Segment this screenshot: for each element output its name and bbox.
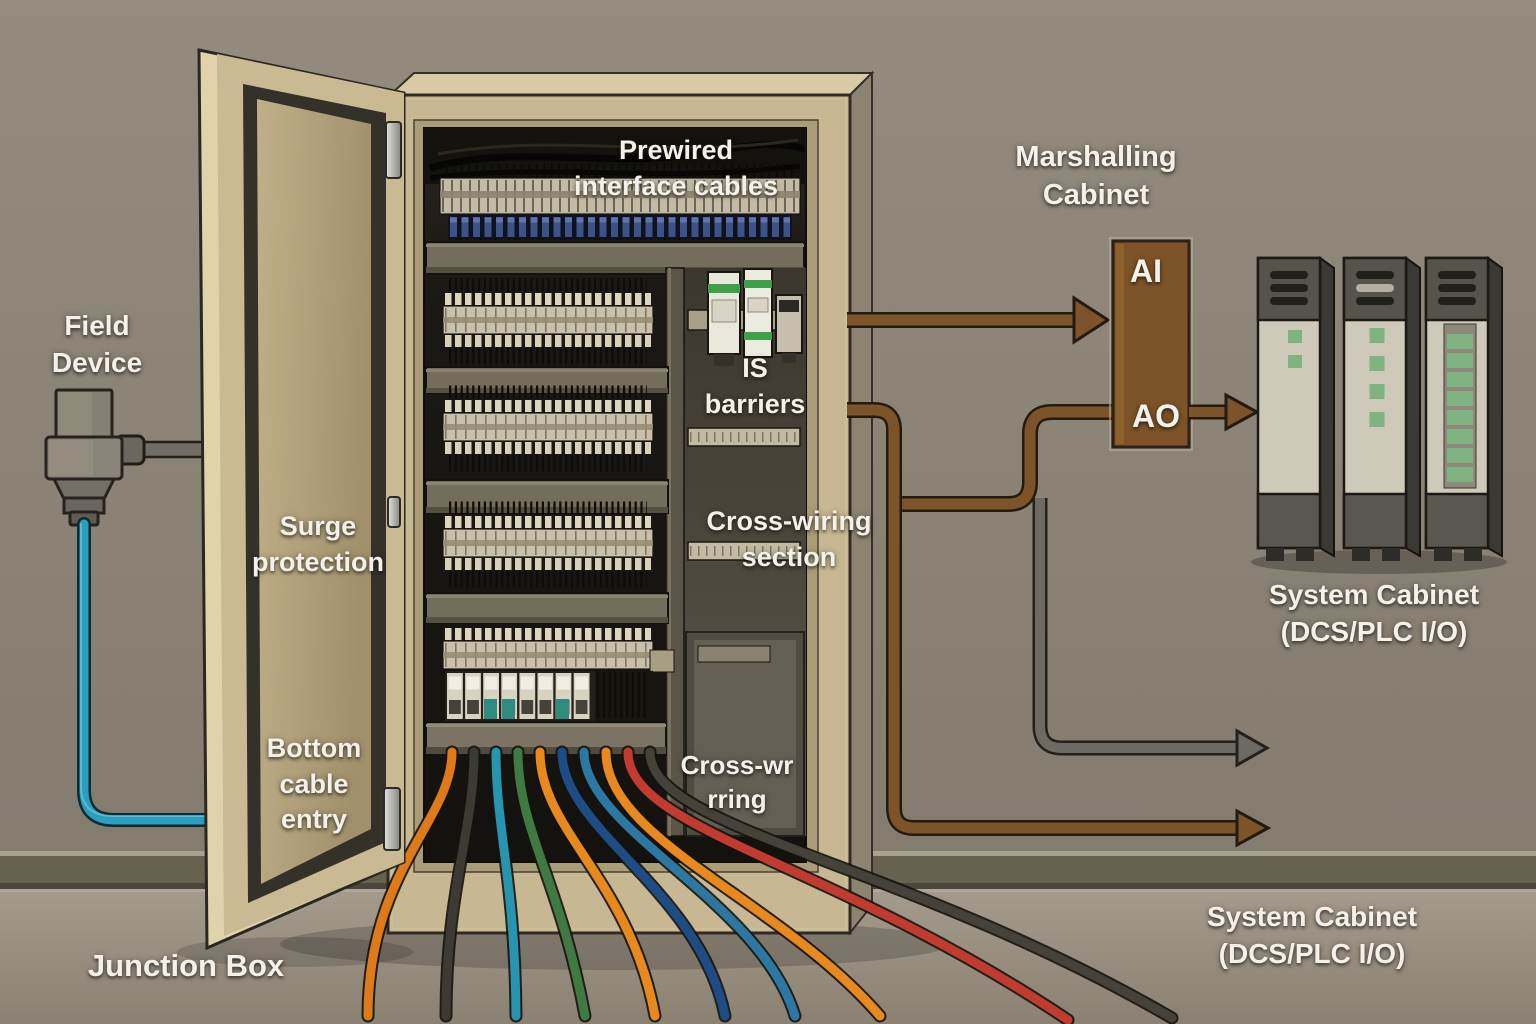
arrowhead	[1072, 295, 1111, 345]
cable	[363, 747, 457, 1021]
marshalling-cabinet-label: Marshalling Cabinet	[1015, 141, 1177, 212]
door-panel	[257, 99, 371, 884]
is-barrier-module	[775, 294, 803, 363]
cable	[513, 747, 590, 1021]
terminal-row	[443, 285, 653, 356]
io-module	[1424, 256, 1503, 561]
cable	[557, 747, 730, 1021]
is-barriers-label: IS barriers	[704, 353, 806, 419]
junction-box-top-face	[387, 72, 875, 96]
prewired-cable-bundle	[424, 128, 806, 184]
relay-terminal-row	[442, 627, 675, 721]
arrowhead	[1235, 808, 1272, 848]
cable	[441, 747, 479, 1021]
field-device	[44, 388, 206, 527]
door-hinge	[385, 121, 402, 179]
cable	[601, 747, 885, 1021]
prewired-cables-label: Prewired interface cables	[573, 135, 779, 201]
junction-box-door	[197, 48, 406, 951]
is-barrier-module	[743, 268, 773, 358]
junction-box-side-face	[849, 70, 873, 936]
is-barrier-module	[707, 271, 741, 366]
cable	[579, 747, 800, 1021]
ao-feed-line	[894, 404, 1113, 512]
ai-input-arrow	[847, 295, 1111, 345]
door-floor-shadow	[177, 937, 413, 967]
terminal-row	[443, 508, 653, 579]
bottom-cable-entry-label: Bottom cable entry	[266, 733, 362, 835]
cross-wiring-panel	[685, 631, 805, 837]
system-cabinet-bottom-label: System Cabinet (DCS/PLC I/O)	[1206, 901, 1418, 969]
terminal-row	[443, 392, 653, 463]
interface-terminal-strip	[439, 177, 801, 240]
io-module	[1256, 256, 1335, 561]
arrowhead	[1235, 728, 1271, 768]
field-cable	[77, 517, 407, 827]
cross-wiring-lower-label: Cross-wr rring	[680, 750, 794, 815]
field-device-label: Field Device	[51, 310, 143, 378]
cross-wiring-section	[665, 267, 806, 837]
cable	[623, 747, 1073, 1024]
bypass-line-brown	[847, 402, 1272, 848]
signal-lines	[847, 295, 1272, 848]
cable	[535, 747, 660, 1021]
hardwired-line-gray	[1032, 498, 1271, 768]
cross-wiring-rail	[687, 427, 801, 447]
wiring-duct	[425, 366, 669, 394]
cross-wiring-section-label: Cross-wiring section	[706, 506, 872, 572]
wiring-duct	[425, 592, 669, 624]
field-device-mount-arm	[138, 440, 206, 459]
cross-wiring-rail	[687, 541, 801, 561]
door-hinge	[383, 787, 401, 851]
bottom-entry-cables	[361, 745, 1179, 1024]
ao-output-arrow	[1189, 392, 1261, 432]
ao-label: AO	[1132, 398, 1180, 434]
cable	[491, 747, 521, 1021]
io-module	[1342, 256, 1421, 561]
junction-box	[386, 70, 875, 936]
wiring-duct	[425, 241, 805, 275]
cable	[645, 747, 1177, 1023]
door-hinge	[387, 496, 401, 528]
junction-box-label: Junction Box	[87, 948, 285, 983]
ai-label: AI	[1130, 253, 1162, 289]
wiring-duct	[425, 479, 669, 514]
arrowhead	[1224, 392, 1261, 432]
surge-protection-label: Surge protection	[252, 511, 384, 577]
system-cabinet-top-label: System Cabinet (DCS/PLC I/O)	[1268, 579, 1480, 647]
marshalling-cabinet-box	[1109, 237, 1193, 451]
